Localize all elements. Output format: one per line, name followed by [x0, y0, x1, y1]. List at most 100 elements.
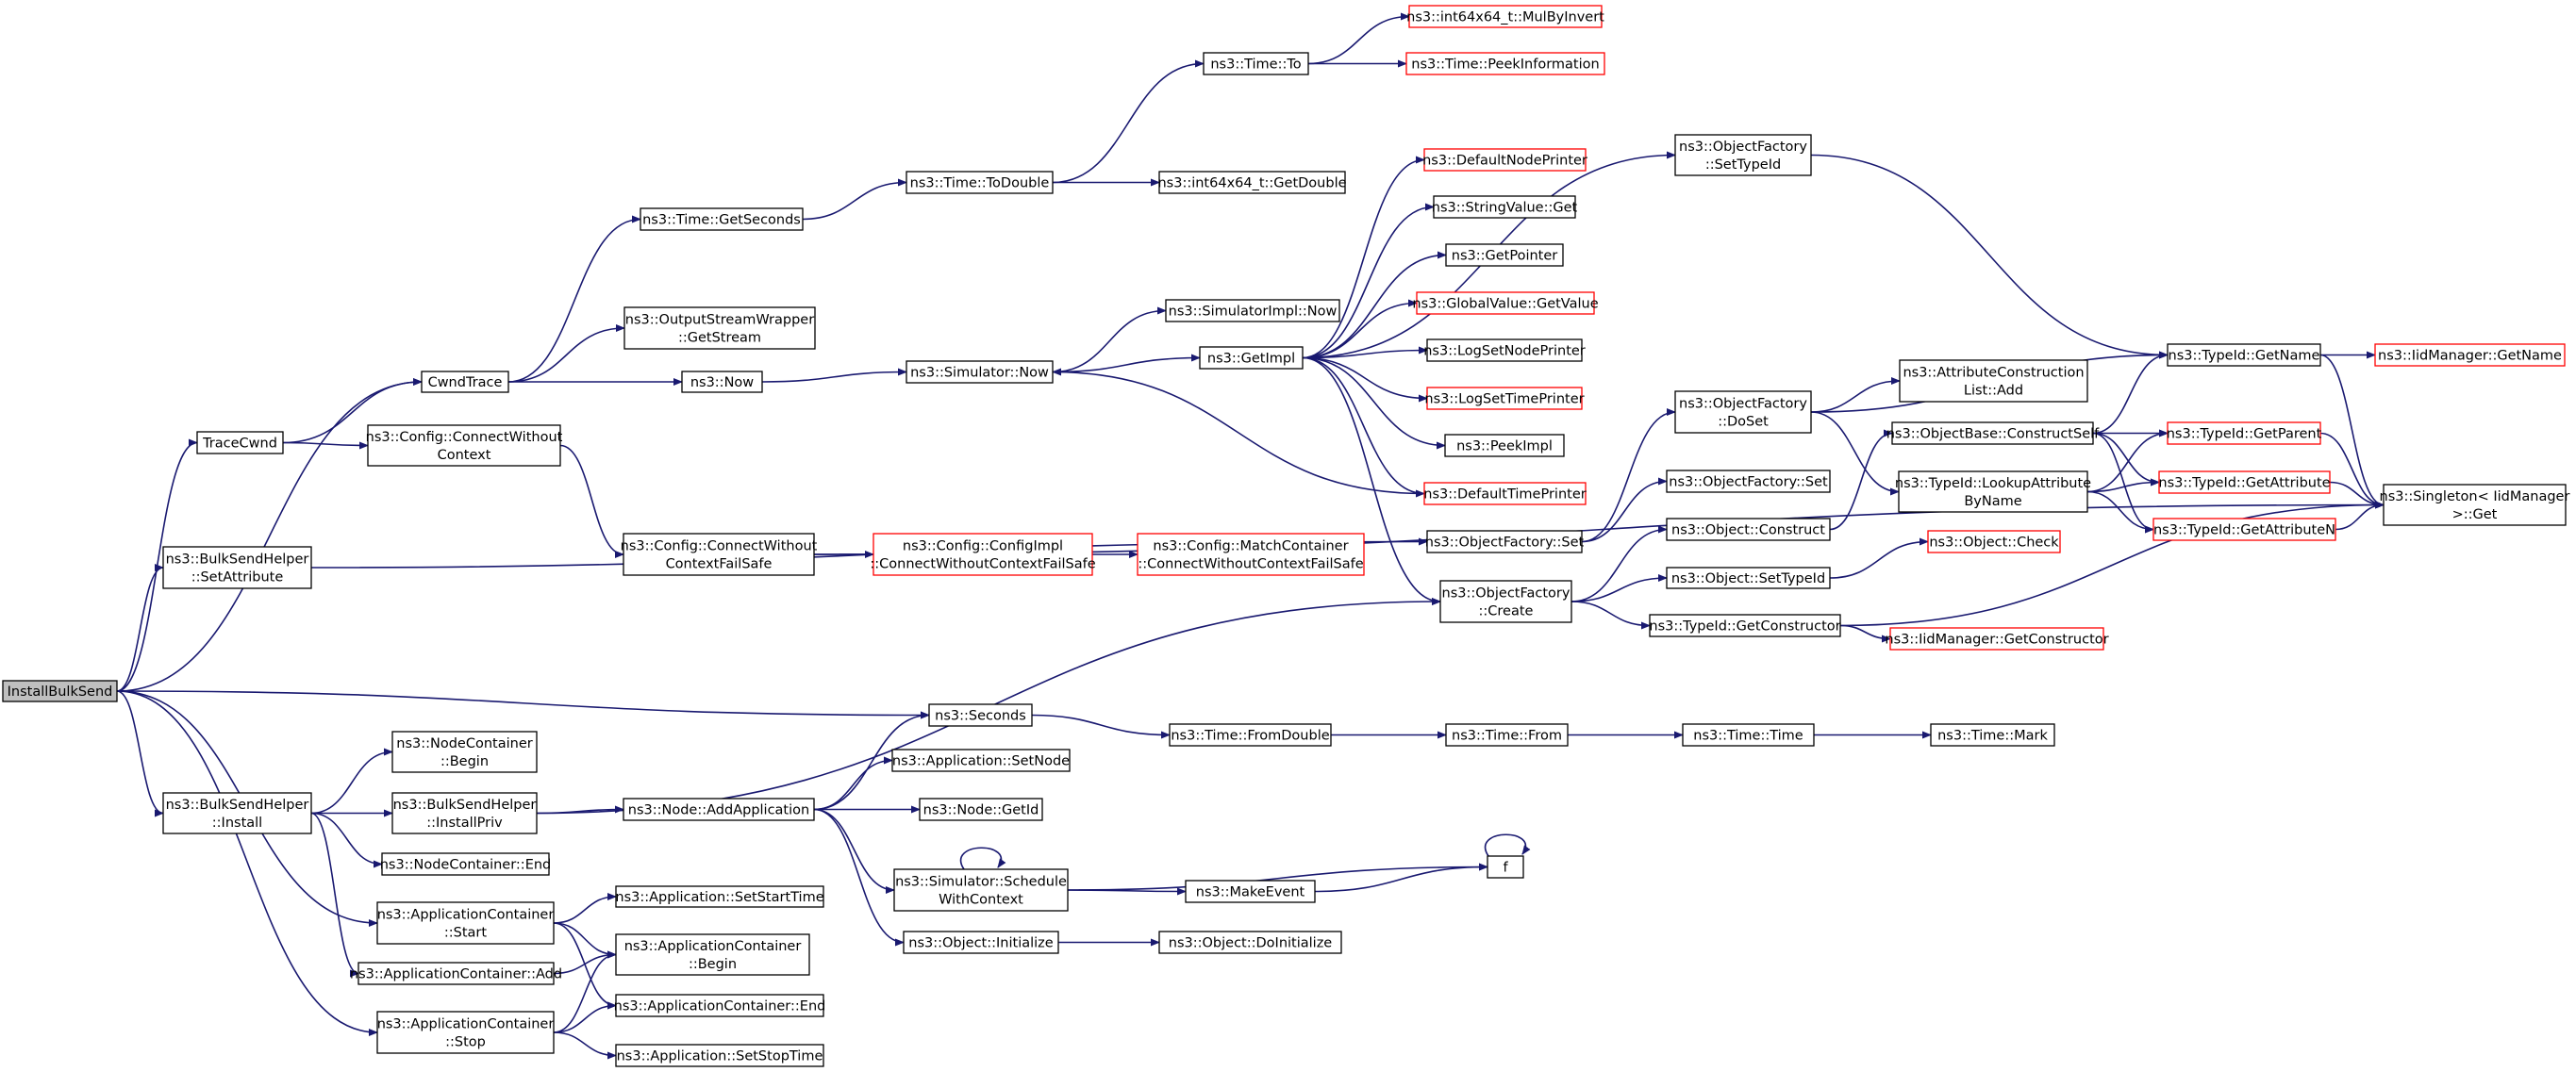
node-obj-initialize[interactable]: ns3::Object::Initialize: [903, 931, 1059, 954]
node-label: ns3::ObjectFactory::Set: [1669, 475, 1828, 490]
node-label: ns3::Time::To: [1210, 58, 1301, 73]
node-time-todouble[interactable]: ns3::Time::ToDouble: [906, 171, 1054, 194]
edge-getimpl-to-objfactory-create: [1302, 356, 1441, 605]
node-cfgimpl-cwcfs[interactable]: ns3::Config::ConfigImpl::ConnectWithoutC…: [870, 533, 1096, 576]
node-obj-construct[interactable]: ns3::Object::Construct: [1666, 518, 1831, 541]
node-time-fromdouble[interactable]: ns3::Time::FromDouble: [1169, 723, 1332, 747]
node-label: ns3::Object::Initialize: [908, 936, 1053, 951]
node-box: [1649, 614, 1841, 637]
node-box: [615, 885, 824, 908]
node-typeid-getname[interactable]: ns3::TypeId::GetName: [2167, 343, 2321, 367]
node-bsh-installpriv[interactable]: ns3::BulkSendHelper::InstallPriv: [391, 792, 538, 834]
node-globalvalue-getvalue[interactable]: ns3::GlobalValue::GetValue: [1412, 291, 1599, 315]
node-now[interactable]: ns3::Now: [681, 371, 763, 393]
node-typeid-getattributen[interactable]: ns3::TypeId::GetAttributeN: [2152, 518, 2336, 541]
node-objfactory-settypeid[interactable]: ns3::ObjectFactory::SetTypeId: [1674, 134, 1812, 176]
node-box: [367, 424, 561, 467]
node-makeevent[interactable]: ns3::MakeEvent: [1185, 880, 1316, 903]
node-typeid-getconstructor[interactable]: ns3::TypeId::GetConstructor: [1649, 614, 1841, 637]
node-getpointer[interactable]: ns3::GetPointer: [1445, 243, 1564, 267]
node-label: ::Stop: [445, 1035, 486, 1050]
node-obj-doinitialize[interactable]: ns3::Object::DoInitialize: [1158, 931, 1342, 954]
edge-obj-settypeid-to-obj-check: [1829, 537, 1929, 579]
node-box: [1158, 931, 1342, 954]
node-label: WithContext: [939, 893, 1023, 908]
node-time-mark[interactable]: ns3::Time::Mark: [1930, 723, 2055, 747]
node-singleton-get[interactable]: ns3::Singleton< IidManager >::Get: [2380, 484, 2570, 526]
node-obj-check[interactable]: ns3::Object::Check: [1927, 530, 2061, 553]
node-objfactory-create[interactable]: ns3::ObjectFactory::Create: [1439, 580, 1572, 623]
node-nc-end[interactable]: ns3::NodeContainer::End: [380, 852, 552, 876]
edge-node-addapplication-to-app-setnode: [813, 756, 893, 811]
node-cfg-cwc[interactable]: ns3::Config::ConnectWithoutContext: [366, 424, 563, 467]
node-objbase-constructself[interactable]: ns3::ObjectBase::ConstructSelf: [1886, 421, 2100, 445]
node-label: ns3::Application::SetNode: [892, 754, 1070, 769]
node-time-time[interactable]: ns3::Time::Time: [1682, 723, 1815, 747]
node-objfactory-set[interactable]: ns3::ObjectFactory::Set: [1425, 530, 1585, 553]
node-bsh-setattribute[interactable]: ns3::BulkSendHelper::SetAttribute: [162, 546, 312, 589]
node-box: [1445, 723, 1569, 747]
edge-objfactory-create-to-obj-settypeid: [1571, 574, 1668, 602]
node-osw-getstream[interactable]: ns3::OutputStreamWrapper::GetStream: [623, 306, 816, 350]
node-logsetnodeprinter[interactable]: ns3::LogSetNodePrinter: [1423, 338, 1586, 362]
edge-objfactory-set-to-objfactory-doset: [1581, 408, 1676, 543]
node-seconds[interactable]: ns3::Seconds: [928, 703, 1033, 727]
node-time-to[interactable]: ns3::Time::To: [1203, 52, 1309, 75]
node-app-setstoptime[interactable]: ns3::Application::SetStopTime: [615, 1044, 824, 1067]
edge-installbulksend-to-seconds: [116, 690, 930, 719]
node-app-setnode[interactable]: ns3::Application::SetNode: [891, 749, 1071, 772]
node-objfactory-doset[interactable]: ns3::ObjectFactory::DoSet: [1674, 390, 1812, 434]
node-box: [1891, 421, 2094, 445]
node-ac-add[interactable]: ns3::ApplicationContainer::Add: [350, 962, 562, 985]
node-label: ns3::Now: [690, 375, 754, 390]
edge-typeid-lookupattributebyname-to-typeid-getparent: [2086, 429, 2169, 493]
node-peekimpl[interactable]: ns3::PeekImpl: [1444, 434, 1565, 457]
node-installbulksend[interactable]: InstallBulkSend: [2, 680, 118, 702]
node-sim-now[interactable]: ns3::Simulator::Now: [906, 360, 1054, 384]
node-label: ns3::TypeId::GetAttribute: [2158, 476, 2330, 491]
node-stringvalue-get[interactable]: ns3::StringValue::Get: [1432, 195, 1578, 219]
node-ac-stop[interactable]: ns3::ApplicationContainer::Stop: [376, 1011, 555, 1054]
node-iidmgr-getname[interactable]: ns3::IidManager::GetName: [2374, 343, 2566, 367]
node-cfg-cwcfs[interactable]: ns3::Config::ConnectWithoutContextFailSa…: [621, 533, 818, 576]
node-simimpl-now[interactable]: ns3::SimulatorImpl::Now: [1165, 299, 1340, 322]
node-label: ::GetStream: [678, 331, 761, 346]
node-node-getid[interactable]: ns3::Node::GetId: [919, 798, 1043, 821]
node-label: ns3::Seconds: [935, 709, 1026, 724]
edge-ac-start-to-ac-begin: [553, 922, 617, 959]
node-ac-end[interactable]: ns3::ApplicationContainer::End: [614, 994, 826, 1017]
node-tracecwnd[interactable]: TraceCwnd: [196, 431, 284, 454]
node-box: [1445, 243, 1564, 267]
node-box: [1899, 359, 2088, 403]
node-ac-start[interactable]: ns3::ApplicationContainer::Start: [376, 901, 555, 945]
edge-typeid-lookupattributebyname-to-typeid-getattributen: [2086, 490, 2154, 534]
node-node-addapplication[interactable]: ns3::Node::AddApplication: [623, 798, 815, 821]
node-iidmgr-getconstructor[interactable]: ns3::IidManager::GetConstructor: [1885, 627, 2109, 651]
node-app-setstarttime[interactable]: ns3::Application::SetStartTime: [615, 885, 824, 908]
node-typeid-getparent[interactable]: ns3::TypeId::GetParent: [2167, 421, 2322, 445]
node-int64-mulbyinvert[interactable]: ns3::int64x64_t::MulByInvert: [1406, 5, 1604, 28]
node-logsettimeprinter[interactable]: ns3::LogSetTimePrinter: [1424, 387, 1585, 410]
node-time-getseconds[interactable]: ns3::Time::GetSeconds: [640, 207, 804, 231]
node-typeid-getattribute[interactable]: ns3::TypeId::GetAttribute: [2158, 470, 2331, 494]
node-objfactory-set2[interactable]: ns3::ObjectFactory::Set: [1666, 470, 1831, 493]
node-int64-getdouble[interactable]: ns3::int64x64_t::GetDouble: [1157, 171, 1347, 194]
node-time-from[interactable]: ns3::Time::From: [1445, 723, 1569, 747]
node-time-peekinformation[interactable]: ns3::Time::PeekInformation: [1405, 52, 1605, 75]
node-label: ns3::Config::ConnectWithout: [366, 430, 563, 445]
node-nc-begin[interactable]: ns3::NodeContainer::Begin: [391, 731, 538, 773]
node-obj-settypeid[interactable]: ns3::Object::SetTypeId: [1666, 567, 1831, 589]
node-defaultnodeprinter[interactable]: ns3::DefaultNodePrinter: [1422, 148, 1587, 172]
node-matchcont-cwcfs[interactable]: ns3::Config::MatchContainer::ConnectWith…: [1137, 533, 1365, 576]
node-box: [2, 680, 118, 702]
node-defaulttimeprinter[interactable]: ns3::DefaultTimePrinter: [1423, 482, 1587, 505]
node-getimpl[interactable]: ns3::GetImpl: [1199, 346, 1304, 370]
node-ac-begin[interactable]: ns3::ApplicationContainer::Begin: [615, 933, 810, 976]
edge-installbulksend-to-ac-stop: [116, 690, 378, 1036]
node-bsh-install[interactable]: ns3::BulkSendHelper::Install: [162, 792, 312, 834]
node-cwndtrace[interactable]: CwndTrace: [421, 371, 509, 393]
node-f[interactable]: f: [1487, 855, 1524, 879]
